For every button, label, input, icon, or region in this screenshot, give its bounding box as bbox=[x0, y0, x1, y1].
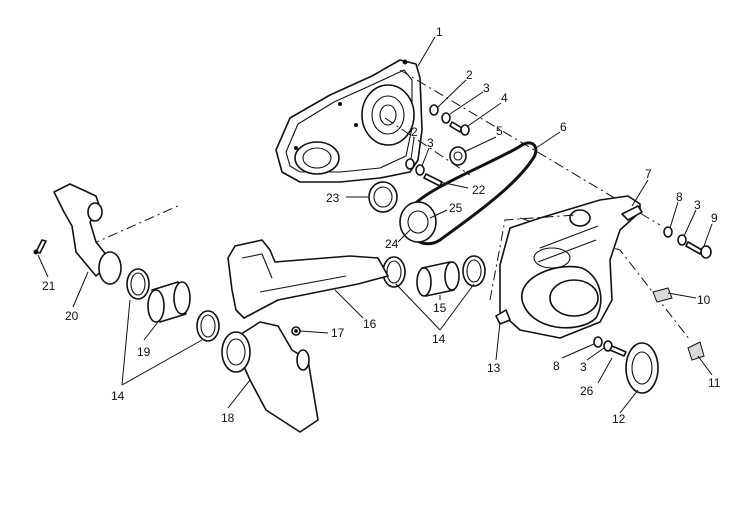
callout-9: 9 bbox=[711, 211, 718, 225]
cover-intake-axis bbox=[489, 214, 576, 301]
callout-18: 18 bbox=[221, 411, 235, 425]
washer-3-right bbox=[677, 234, 687, 246]
callout-4: 4 bbox=[501, 91, 508, 105]
washer-2-upper bbox=[429, 104, 439, 116]
bushing-5 bbox=[449, 146, 467, 166]
bolt-9 bbox=[685, 241, 712, 259]
callout-1: 1 bbox=[436, 25, 443, 39]
screw-22 bbox=[423, 173, 443, 187]
screw-21 bbox=[33, 239, 47, 255]
callout-13: 13 bbox=[487, 361, 501, 375]
callout-25: 25 bbox=[449, 201, 463, 215]
decal-11 bbox=[687, 341, 705, 361]
callout-15: 15 bbox=[433, 301, 447, 315]
callout-26: 26 bbox=[580, 384, 594, 398]
decal-10 bbox=[652, 287, 673, 303]
washer-2-lower bbox=[405, 158, 415, 170]
callout-3-right: 3 bbox=[694, 198, 701, 212]
assembly-axis-duct bbox=[89, 204, 181, 246]
washer-3-upper bbox=[441, 112, 451, 124]
callout-3-upper: 3 bbox=[483, 81, 490, 95]
sheave-24 bbox=[399, 201, 437, 243]
callouts: 1 2 3 4 2 3 5 6 7 8 3 9 10 11 12 26 3 8 … bbox=[42, 25, 721, 426]
callout-2-lower: 2 bbox=[411, 125, 418, 139]
callout-8-upper: 8 bbox=[676, 190, 683, 204]
callout-19: 19 bbox=[137, 345, 151, 359]
callout-3-lower: 3 bbox=[427, 136, 434, 150]
intake-duct-16 bbox=[227, 239, 389, 319]
plug-12 bbox=[625, 342, 659, 394]
washer-8-lower bbox=[593, 336, 603, 348]
clamp-14-left-a bbox=[126, 268, 150, 300]
callout-20: 20 bbox=[65, 309, 79, 323]
callout-17: 17 bbox=[331, 326, 345, 340]
boot-15 bbox=[416, 261, 460, 297]
washer-3-lower bbox=[415, 164, 425, 176]
inner-cover-plate bbox=[275, 59, 423, 183]
callout-14-right: 14 bbox=[432, 332, 446, 346]
bolt-4 bbox=[449, 121, 470, 136]
clamp-14-left-b bbox=[196, 310, 220, 342]
outer-cover-7 bbox=[495, 195, 643, 339]
screw-26 bbox=[609, 345, 627, 357]
callout-22: 22 bbox=[472, 183, 486, 197]
screw-17 bbox=[291, 326, 301, 336]
callout-8-lower: 8 bbox=[553, 359, 560, 373]
callout-23: 23 bbox=[326, 191, 340, 205]
sleeve-19 bbox=[147, 281, 191, 323]
drive-belt-6 bbox=[406, 141, 538, 246]
inlet-duct-20 bbox=[53, 183, 122, 285]
callout-11: 11 bbox=[708, 376, 721, 390]
callout-6: 6 bbox=[560, 120, 567, 134]
callout-2-upper: 2 bbox=[466, 68, 473, 82]
washer-8-upper bbox=[663, 226, 673, 238]
clamp-14-right-b bbox=[462, 255, 486, 287]
leader-lines bbox=[37, 36, 713, 414]
callout-14-left: 14 bbox=[111, 389, 125, 403]
callout-24: 24 bbox=[385, 237, 399, 251]
callout-7: 7 bbox=[645, 167, 652, 181]
callout-10: 10 bbox=[697, 293, 711, 307]
callout-5: 5 bbox=[496, 124, 503, 138]
callout-16: 16 bbox=[363, 317, 377, 331]
seal-23 bbox=[368, 181, 398, 213]
callout-21: 21 bbox=[42, 279, 56, 293]
callout-3-lower-right: 3 bbox=[580, 360, 587, 374]
lower-duct-18 bbox=[221, 321, 319, 433]
callout-12: 12 bbox=[612, 412, 626, 426]
